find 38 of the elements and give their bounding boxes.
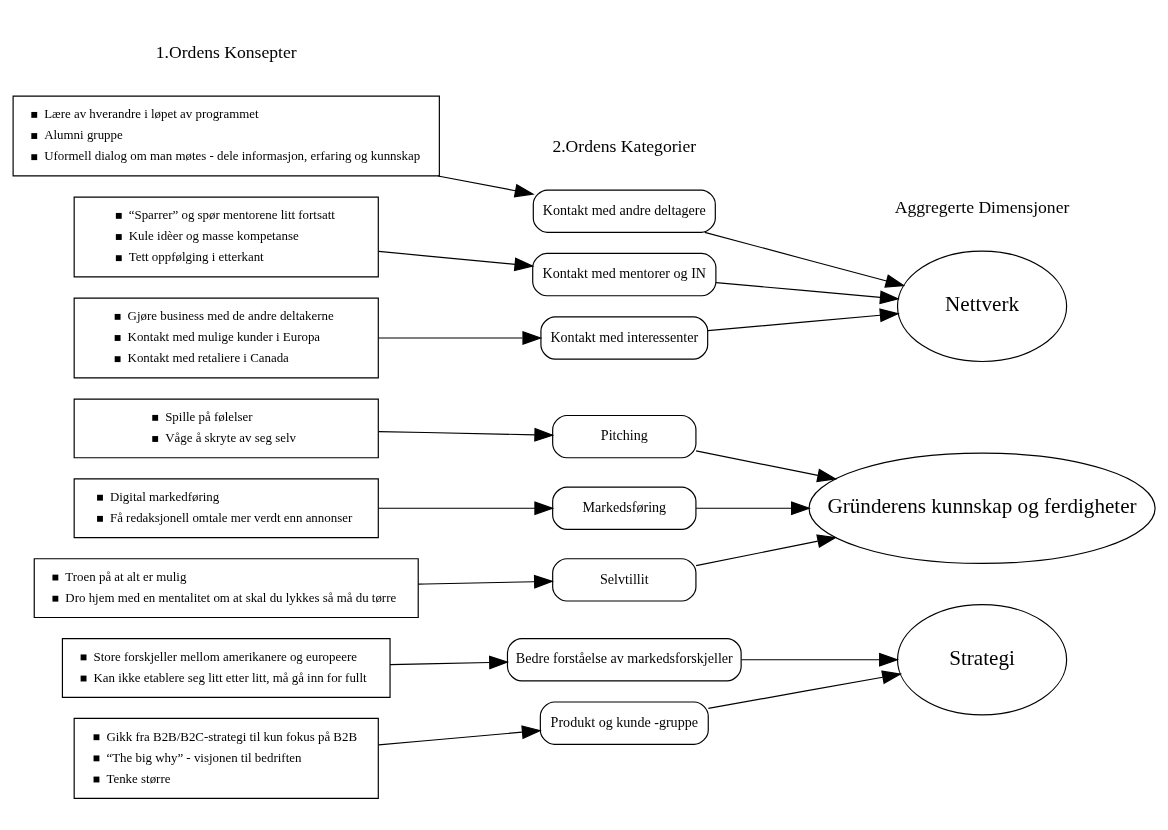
- arrow: [378, 724, 542, 745]
- arrow: [695, 500, 811, 515]
- node-box: Kontakt med mentorer og IN: [532, 252, 717, 296]
- node-ellipse: Nettverk: [896, 250, 1068, 362]
- arrow: [695, 533, 838, 566]
- arrow: [707, 669, 903, 709]
- node-ellipse: Strategi: [896, 603, 1068, 715]
- arrow: [740, 652, 900, 667]
- node-box: Kontakt med interessenter: [540, 315, 709, 360]
- arrow: [378, 500, 555, 515]
- node-box: “Sparrer” og spør mentorene litt fortsatt Kule idèer og masse kompetanse Tett oppfølging i etterkant: [73, 196, 379, 278]
- arrow: [715, 281, 900, 304]
- node-box: Gikk fra B2B/B2C-strategi til kun fokus på B2B “The big why” - visjonen til bedriften Tenke større: [73, 717, 379, 799]
- node-box: Markedsføring: [552, 486, 697, 530]
- node-box: Gjøre business med de andre deltakerne Kontakt med mulige kunder i Europa Kontakt med retaliere i Canada: [73, 297, 379, 378]
- node-ellipse: Gründerens kunnskap og ferdigheter: [808, 452, 1156, 564]
- node-box: Digital markedføring Få redaksjonell omtale mer verdt enn annonser: [73, 477, 379, 538]
- node-box: Lære av hverandre i løpet av programmet Alumni gruppe Uformell dialog om man møtes - dele informasjon, erfaring og kunnskap: [12, 95, 440, 177]
- arrow: [417, 574, 554, 589]
- node-box: Selvtillit: [552, 557, 697, 602]
- arrow: [378, 427, 555, 442]
- label: 2.Ordens Kategorier: [552, 135, 697, 156]
- node-box: Produkt og kunde -gruppe: [539, 700, 709, 745]
- arrow: [378, 330, 543, 345]
- arrow: [378, 250, 535, 271]
- node-box: Spille på følelser Våge å skryte av seg selv: [73, 397, 379, 458]
- arrow: [437, 174, 535, 198]
- arrow: [704, 231, 906, 288]
- label: Aggregerte Dimensjoner: [894, 196, 1070, 217]
- node-box: Pitching: [552, 414, 697, 458]
- arrow: [695, 449, 838, 482]
- arrow: [707, 307, 900, 331]
- arrow: [389, 655, 510, 669]
- node-box: Troen på at alt er mulig Dro hjem med en mentalitet om at skal du lykkes så må du tørre: [33, 557, 419, 618]
- node-box: Kontakt med andre deltagere: [532, 188, 716, 233]
- node-box: Store forskjeller mellom amerikanere og europeere Kan ikke etablere seg litt etter litt, må gå inn for fullt: [61, 637, 391, 698]
- node-box: Bedre forståelse av markedsforskjeller: [506, 637, 742, 681]
- label: 1.Ordens Konsepter: [155, 41, 297, 62]
